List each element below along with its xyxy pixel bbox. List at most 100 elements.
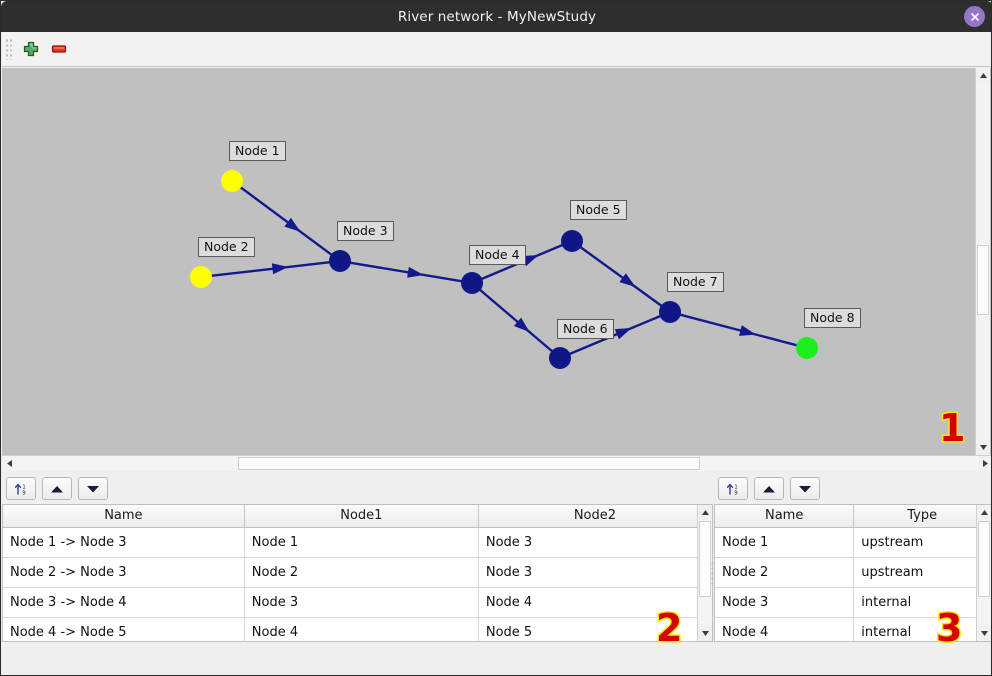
- nodes-table-cell[interactable]: upstream: [853, 557, 991, 588]
- nodes-table-cell[interactable]: Node 3: [715, 587, 855, 618]
- scroll-down-icon[interactable]: [976, 440, 990, 455]
- links-table-cell[interactable]: Node 3 -> Node 4: [3, 587, 245, 618]
- nodes-table-column-header[interactable]: Type: [853, 505, 991, 528]
- canvas-hscroll-thumb[interactable]: [238, 457, 700, 470]
- scroll-up-icon[interactable]: [976, 68, 990, 83]
- nodes-table-cell[interactable]: Node 1: [715, 527, 855, 558]
- canvas-vscroll-thumb[interactable]: [977, 245, 989, 315]
- nodes-table-cell[interactable]: upstream: [853, 527, 991, 558]
- remove-minus-icon[interactable]: [45, 35, 73, 63]
- nodes-panel-toolbar: 1 9: [714, 475, 820, 502]
- canvas-vertical-scrollbar[interactable]: [975, 68, 990, 455]
- scroll-right-icon[interactable]: [978, 456, 991, 471]
- links-table-cell[interactable]: Node 4: [244, 617, 479, 641]
- graph-node-node-4[interactable]: [461, 272, 483, 294]
- svg-text:1: 1: [734, 484, 738, 490]
- network-diagram-canvas[interactable]: Node 1 Node 2 Node 3 Node 4 Node 5 Node 6 Node…: [2, 68, 991, 455]
- nodes-table-cell[interactable]: internal: [853, 587, 991, 618]
- links-table-cell[interactable]: Node 4: [478, 587, 712, 618]
- graph-node-node-6[interactable]: [549, 347, 571, 369]
- edge-Node1-to-Node3[interactable]: [239, 185, 333, 257]
- links-table-cell[interactable]: Node 4 -> Node 5: [3, 617, 245, 641]
- links-table-scrollbar[interactable]: [697, 505, 712, 641]
- node-label-node-4[interactable]: Node 4: [469, 245, 526, 266]
- edge-Node4-to-Node6[interactable]: [478, 288, 554, 353]
- links-scroll-down-icon[interactable]: [698, 626, 712, 641]
- graph-node-node-1[interactable]: [221, 170, 243, 192]
- node-label-node-8[interactable]: Node 8: [804, 308, 861, 329]
- graph-node-node-2[interactable]: [190, 266, 212, 288]
- edge-Node2-to-Node3[interactable]: [210, 260, 331, 278]
- arrow-up-icon[interactable]: [42, 477, 72, 500]
- edge-Node5-to-Node7[interactable]: [579, 245, 663, 308]
- links-scroll-up-icon[interactable]: [698, 505, 712, 520]
- node-label-node-7[interactable]: Node 7: [667, 272, 724, 293]
- links-table-column-header[interactable]: Node1: [244, 505, 479, 528]
- node-label-node-2[interactable]: Node 2: [198, 237, 255, 258]
- canvas-horizontal-scrollbar[interactable]: [2, 455, 991, 471]
- node-label-node-1[interactable]: Node 1: [229, 141, 286, 162]
- node-label-node-3[interactable]: Node 3: [337, 221, 394, 242]
- nodes-table-cell[interactable]: internal: [853, 617, 991, 641]
- links-table-cell[interactable]: Node 3: [478, 527, 712, 558]
- links-table-cell[interactable]: Node 3: [478, 557, 712, 588]
- graph-node-node-5[interactable]: [561, 230, 583, 252]
- nodes-scroll-thumb[interactable]: [978, 521, 990, 597]
- links-table-cell[interactable]: Node 2: [244, 557, 479, 588]
- toolbar-drag-handle[interactable]: [5, 38, 13, 60]
- node-label-node-5[interactable]: Node 5: [570, 200, 627, 221]
- links-table-cell[interactable]: Node 2 -> Node 3: [3, 557, 245, 588]
- edge-arrow-icon: [739, 325, 756, 336]
- graph-node-node-8[interactable]: [796, 337, 818, 359]
- edge-Node6-to-Node7[interactable]: [568, 314, 662, 356]
- links-table-column-header[interactable]: Name: [3, 505, 245, 528]
- nodes-scroll-down-icon[interactable]: [977, 626, 991, 641]
- edge-Node7-to-Node8[interactable]: [679, 313, 798, 347]
- links-scroll-thumb[interactable]: [699, 521, 711, 597]
- arrow-down-icon[interactable]: [790, 477, 820, 500]
- nodes-table-column-header[interactable]: Name: [715, 505, 855, 528]
- sort-ascending-icon[interactable]: 1 9: [718, 477, 748, 500]
- sort-ascending-icon[interactable]: 1 9: [6, 477, 36, 500]
- nodes-layer: [190, 170, 818, 369]
- nodes-table-scrollbar[interactable]: [976, 505, 991, 641]
- main-toolbar: [2, 32, 991, 67]
- links-table-column-header[interactable]: Node2: [478, 505, 712, 528]
- links-table-cell[interactable]: Node 5: [478, 617, 712, 641]
- vertical-splitter-grip-icon: [710, 560, 714, 587]
- edges-layer: [210, 185, 798, 356]
- node-label-node-6[interactable]: Node 6: [557, 319, 614, 340]
- nodes-scroll-up-icon[interactable]: [977, 505, 991, 520]
- arrow-down-icon[interactable]: [78, 477, 108, 500]
- nodes-table-cell[interactable]: Node 2: [715, 557, 855, 588]
- nodes-table-cell[interactable]: Node 4: [715, 617, 855, 641]
- links-table-cell[interactable]: Node 3: [244, 587, 479, 618]
- links-panel-toolbar: 1 9: [2, 475, 108, 502]
- add-plus-icon[interactable]: [17, 35, 45, 63]
- vertical-splitter[interactable]: [708, 471, 716, 675]
- scroll-left-icon[interactable]: [2, 456, 16, 471]
- close-icon[interactable]: [964, 6, 985, 27]
- arrow-up-icon[interactable]: [754, 477, 784, 500]
- graph-node-node-3[interactable]: [329, 250, 351, 272]
- graph-node-node-7[interactable]: [659, 301, 681, 323]
- links-table-cell[interactable]: Node 1 -> Node 3: [3, 527, 245, 558]
- links-table-cell[interactable]: Node 1: [244, 527, 479, 558]
- edge-Node3-to-Node4[interactable]: [349, 261, 463, 283]
- network-graph: [190, 170, 818, 369]
